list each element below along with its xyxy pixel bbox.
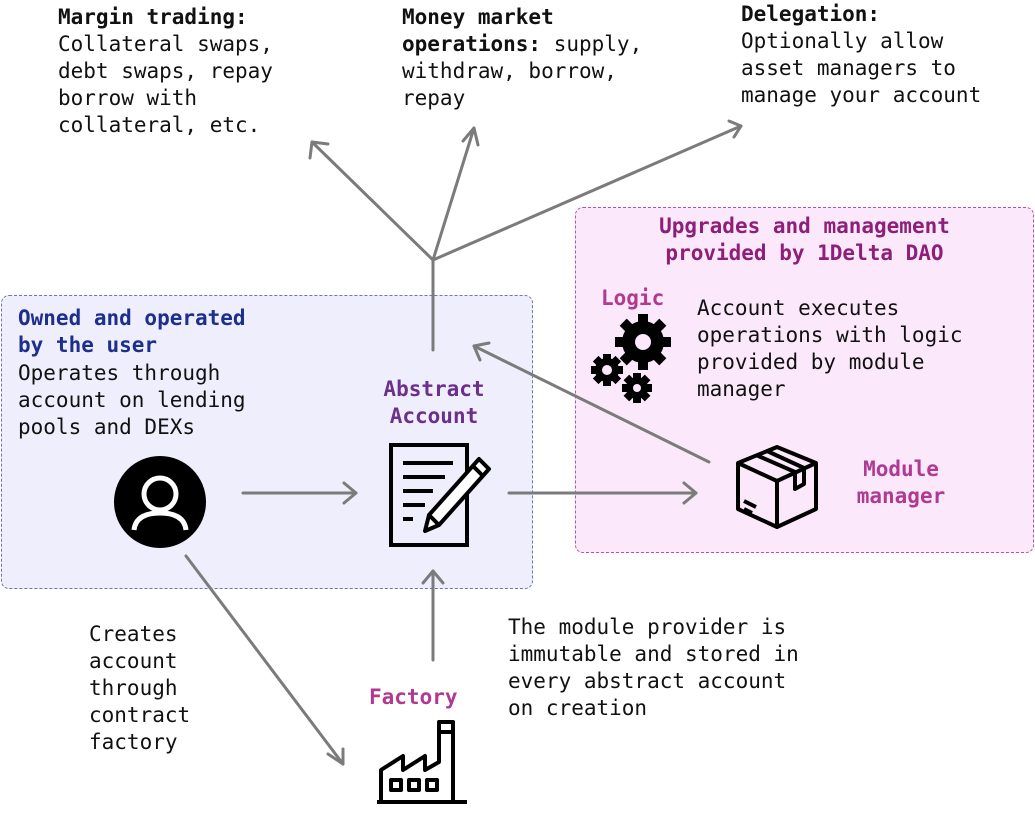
arrow-head-money (461, 126, 480, 147)
money-market-body: withdraw, borrow, repay (402, 59, 617, 110)
delegation-title: Delegation: (741, 2, 881, 26)
arrow-user-to-factory (184, 554, 345, 766)
user-ownership-box (1, 295, 533, 589)
arrow-head-account-module (682, 481, 698, 505)
margin-trading-body: Collateral swaps, debt swaps, repay borr… (58, 32, 273, 137)
gears-icon (591, 314, 671, 403)
arrow-head-delegation (727, 119, 743, 139)
arrow-to-delegation (431, 124, 743, 262)
dao-box-title: Upgrades and management provided by 1Del… (659, 214, 950, 265)
arrow-to-money-market (431, 126, 476, 262)
dao-management-box (575, 207, 1034, 553)
money-market-title-2-row: operations: supply, (402, 31, 642, 58)
abstract-account-label: Abstract Account (383, 377, 485, 428)
money-market-title-2: operations: (402, 32, 542, 56)
module-provider-text: The module provider is immutable and sto… (508, 615, 799, 720)
money-market-supply: supply, (541, 32, 643, 56)
money-market-title-1: Money market (402, 5, 554, 29)
factory-icon (377, 720, 467, 804)
arrow-head-module-account (472, 341, 491, 362)
margin-trading-title: Margin trading: (58, 5, 248, 29)
factory-label: Factory (369, 685, 458, 709)
arrow-head-factory-account (421, 569, 445, 585)
user-icon (114, 456, 206, 548)
user-box-title: Owned and operated by the user (18, 306, 246, 357)
document-pen-icon (389, 443, 491, 547)
logic-label: Logic (601, 286, 665, 310)
delegation-body: Optionally allow asset managers to manag… (741, 29, 982, 107)
logic-description: Account executes operations with logic p… (697, 296, 963, 401)
arrow-to-margin-trading (310, 140, 435, 262)
arrow-head-margin (308, 140, 330, 160)
arrow-module-to-account (472, 344, 711, 464)
arrow-head-user-account (342, 481, 358, 505)
module-manager-label: Module manager (856, 457, 946, 508)
user-box-body: Operates through account on lending pool… (18, 361, 246, 439)
arrow-head-user-factory (326, 747, 345, 766)
creates-account-text: Creates account through contract factory (89, 622, 191, 754)
box-icon (736, 445, 818, 529)
